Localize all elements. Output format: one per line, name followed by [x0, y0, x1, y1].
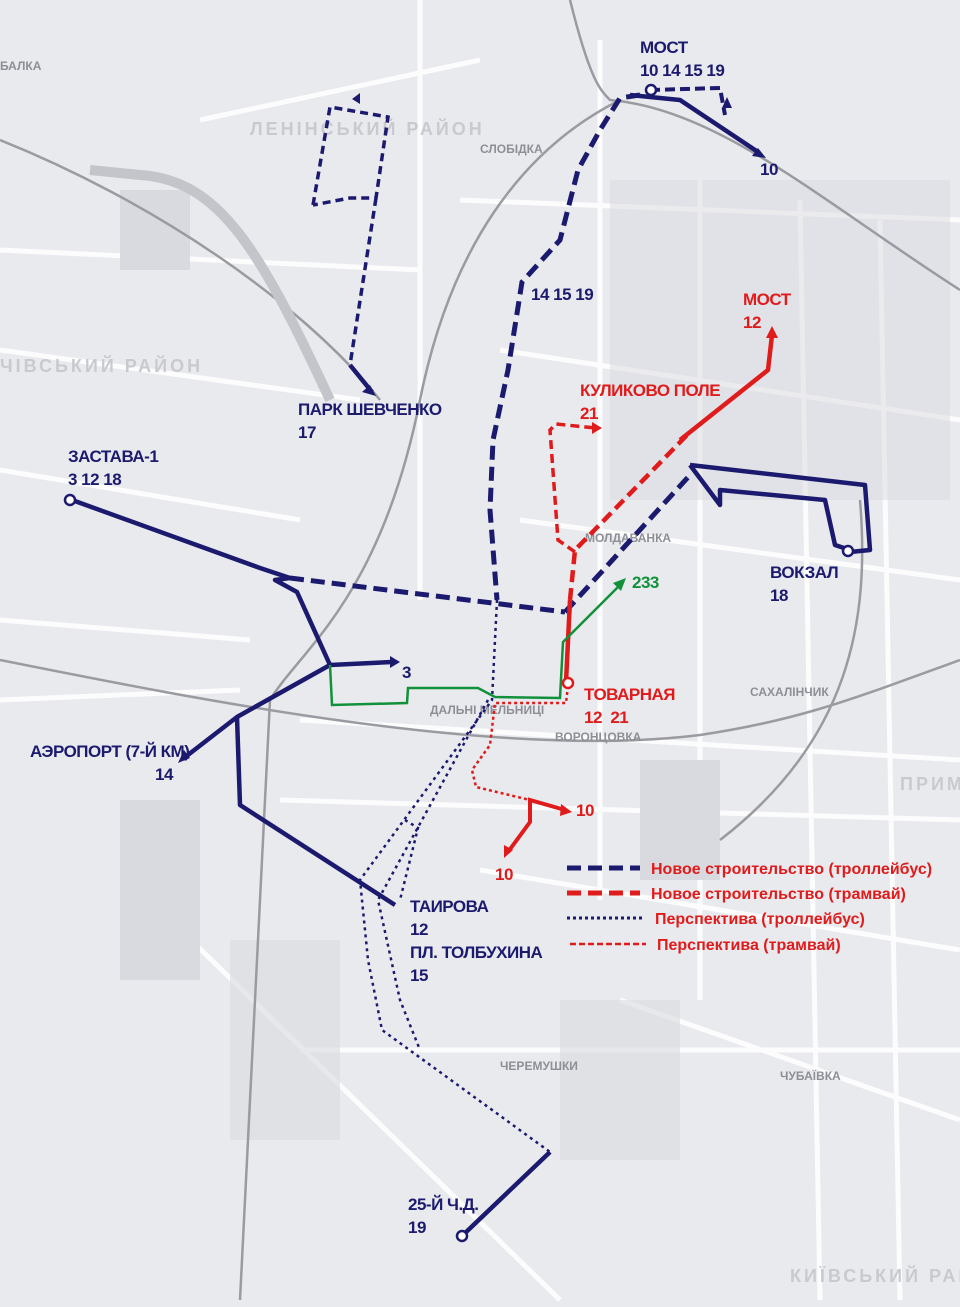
stop-name: ЗАСТАВА-1: [68, 447, 158, 466]
terminal-tovarnaya[interactable]: [561, 676, 575, 690]
terminal-zastava[interactable]: [63, 493, 77, 507]
tram-12-solid: [563, 334, 775, 683]
stop-routes: 3 12 18: [68, 470, 121, 489]
stop-name: МОСТ: [640, 38, 689, 57]
trolleybus-arrows: [178, 93, 766, 763]
district-prym: ПРИМ: [900, 774, 960, 794]
route-14-15-19-dashed: [487, 92, 641, 601]
route-12-tairova: [234, 716, 397, 907]
blocks: [120, 180, 950, 1160]
stop-routes: 17: [298, 423, 316, 442]
stop-routes: 12: [743, 313, 761, 332]
trolleybus-perspective: [358, 599, 551, 1154]
legend-item-trolleybus-perspective: Перспектива (троллейбус): [567, 911, 865, 928]
terminal-most[interactable]: [644, 83, 658, 97]
route-zastava-dashed: [289, 575, 566, 615]
legend-item-tram-new: Новое строительство (трамвай): [567, 886, 906, 903]
route-233-label: 233: [632, 573, 659, 592]
stop-routes: 15: [410, 966, 428, 985]
stop-park-shevchenko[interactable]: ПАРК ШЕВЧЕНКО 17: [298, 400, 442, 442]
legend-item-tram-perspective: Перспектива (трамвай): [570, 937, 841, 954]
stop-name: ВОКЗАЛ: [770, 563, 838, 582]
highway: [89, 165, 335, 403]
tram-10-solid: [506, 797, 566, 854]
area-vorontsovka: ВОРОНЦОВКА: [555, 730, 642, 744]
bus-233-line: [328, 584, 621, 707]
stop-vokzal[interactable]: ВОКЗАЛ 18: [770, 563, 839, 605]
stop-kulikovo[interactable]: КУЛИКОВО ПОЛЕ 21: [580, 381, 721, 423]
route-3-label: 3: [402, 663, 411, 682]
area-moldavanka: МОЛДАВАНКА: [585, 531, 671, 545]
terminal-vokzal[interactable]: [841, 544, 855, 558]
area-slobidka: СЛОБІДКА: [480, 142, 543, 156]
route-14-airport: [182, 663, 332, 760]
district-kyivsky: КИЇВСЬКИЙ РАЙОН: [790, 1265, 960, 1286]
stop-routes: 14: [155, 765, 174, 784]
stop-routes: 21: [580, 404, 598, 423]
route-most-east: [649, 85, 727, 116]
bus-arrow: [613, 578, 626, 591]
route-vokzal-dashed: [563, 473, 692, 614]
stop-zastava[interactable]: ЗАСТАВА-1 3 12 18: [68, 447, 159, 489]
area-cheremushki: ЧЕРЕМУШКИ: [500, 1059, 578, 1073]
stop-name: АЭРОПОРТ (7-Й КМ): [30, 742, 189, 761]
tram-10-label-east: 10: [576, 801, 594, 820]
tram-lines: [470, 334, 775, 854]
trolleybus-new-lines: [289, 85, 727, 615]
tram-arrows: [504, 326, 778, 858]
stop-tovarnaya[interactable]: ТОВАРНАЯ 12 21: [584, 685, 676, 727]
legend-label: Новое строительство (трамвай): [651, 886, 906, 903]
stop-name: ТАИРОВА: [410, 897, 489, 916]
stop-name: 25-Й Ч.Д.: [408, 1195, 479, 1214]
route-14-15-19-label: 14 15 19: [531, 285, 593, 304]
stop-name: МОСТ: [743, 290, 792, 309]
district-leninsky: ЛЕНІНСЬКИЙ РАЙОН: [250, 118, 485, 139]
tram-10-label-south: 10: [495, 865, 513, 884]
route-10-east: [629, 92, 760, 154]
area-balka: БАЛКА: [0, 59, 42, 73]
legend-label: Перспектива (трамвай): [657, 937, 841, 954]
route-10-label: 10: [760, 160, 778, 179]
area-dalni: ДАЛЬНІ МЕЛЬНИЦІ: [430, 703, 544, 717]
route-park-loop: [311, 104, 390, 366]
stop-routes: 19: [408, 1218, 426, 1237]
stop-routes: 10 14 15 19: [640, 61, 724, 80]
stop-name: ПЛ. ТОЛБУХИНА: [410, 943, 542, 962]
area-chubaivka: ЧУБАЇВКА: [780, 1068, 841, 1083]
stop-routes: 12: [410, 920, 428, 939]
stop-tairova[interactable]: ТАИРОВА 12: [410, 897, 489, 939]
stop-routes: 12 21: [584, 708, 628, 727]
tram-kulikovo-dashed: [548, 422, 597, 554]
district-ovidiopolsky: ЧІВСЬКИЙ РАЙОН: [0, 355, 203, 376]
terminal-chd25[interactable]: [455, 1229, 469, 1243]
route-19-chd: [461, 1150, 552, 1237]
stop-tolbukhina[interactable]: ПЛ. ТОЛБУХИНА 15: [410, 943, 543, 985]
stop-airport[interactable]: АЭРОПОРТ (7-Й КМ) 14: [30, 742, 190, 784]
stop-name: ПАРК ШЕВЧЕНКО: [298, 400, 442, 419]
route-18-vokzal: [688, 462, 873, 555]
legend: Новое строительство (троллейбус) Новое с…: [567, 861, 932, 954]
legend-label: Новое строительство (троллейбус): [651, 861, 932, 878]
stop-name: КУЛИКОВО ПОЛЕ: [580, 381, 720, 400]
legend-item-trolleybus-new: Новое строительство (троллейбус): [567, 861, 932, 878]
stop-most[interactable]: МОСТ 10 14 15 19: [640, 38, 725, 80]
stop-name: ТОВАРНАЯ: [584, 685, 675, 704]
stop-routes: 18: [770, 586, 788, 605]
stop-chd25[interactable]: 25-Й Ч.Д. 19: [408, 1195, 479, 1237]
area-sakhalinchik: САХАЛІНЧИК: [750, 685, 829, 699]
legend-label: Перспектива (троллейбус): [655, 911, 865, 928]
stop-most-tram[interactable]: МОСТ 12: [743, 290, 792, 332]
